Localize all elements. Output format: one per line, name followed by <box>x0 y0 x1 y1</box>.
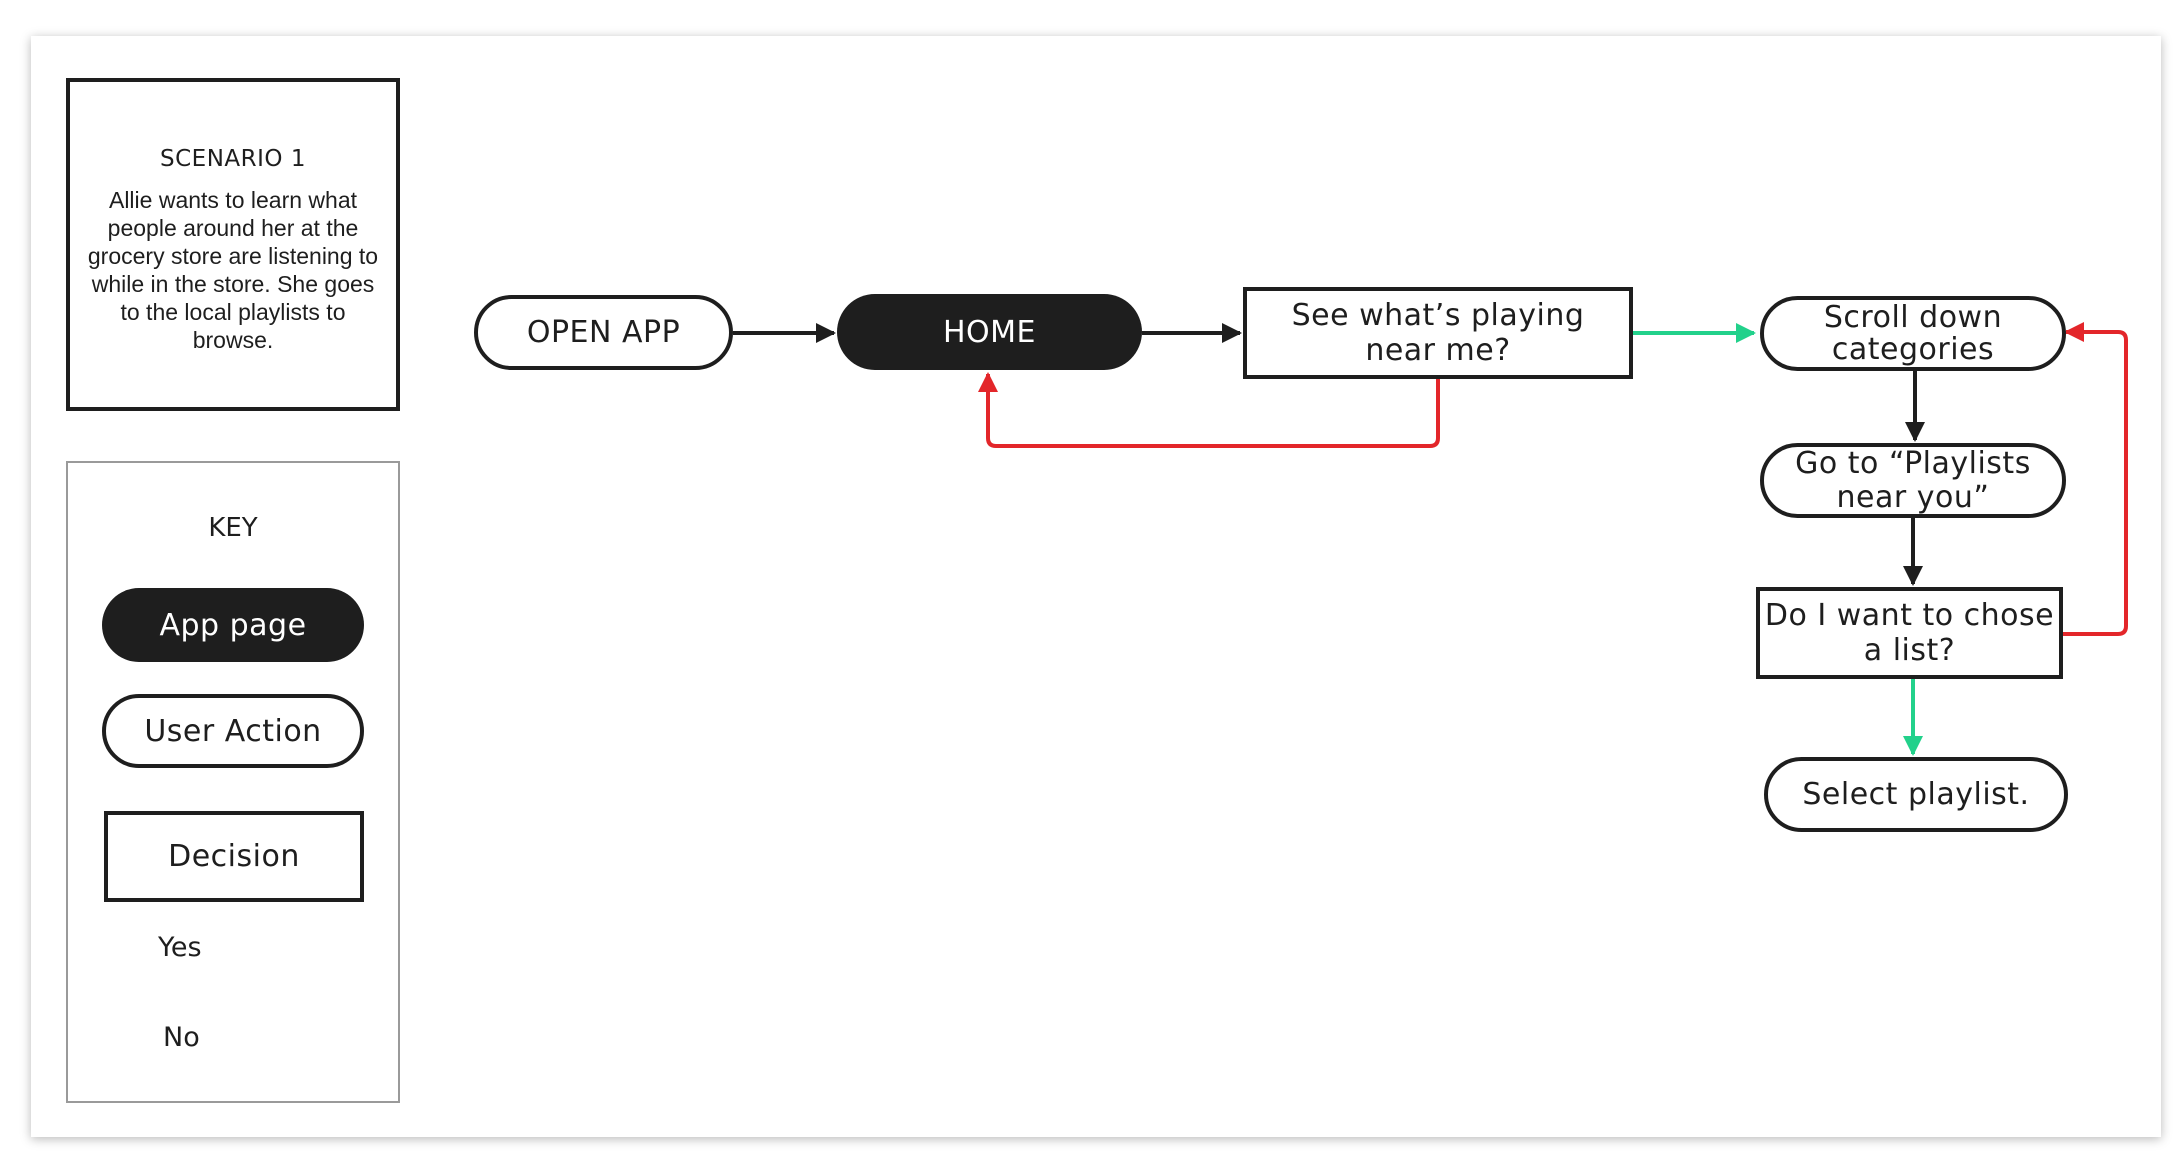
key-user-action: User Action <box>102 694 364 768</box>
node-see-whats-playing-label: See what’s playing near me? <box>1291 298 1585 368</box>
arrow-no-to-home <box>978 372 1440 448</box>
key-decision-label: Decision <box>168 839 300 874</box>
node-want-list: Do I want to chose a list? <box>1756 587 2063 679</box>
key-app-page: App page <box>102 588 364 662</box>
node-open-app-label: OPEN APP <box>526 315 681 350</box>
key-user-action-label: User Action <box>144 713 322 749</box>
scenario-title: SCENARIO 1 <box>160 146 306 172</box>
node-see-whats-playing: See what’s playing near me? <box>1243 287 1633 379</box>
key-no-label: No <box>163 1022 200 1053</box>
node-select-playlist: Select playlist. <box>1764 757 2068 832</box>
key-yes-label: Yes <box>158 932 202 963</box>
node-scroll-down: Scroll down categories <box>1760 296 2066 371</box>
key-app-page-label: App page <box>159 607 307 643</box>
node-home: HOME <box>837 294 1142 370</box>
key-decision: Decision <box>104 811 364 902</box>
node-select-playlist-label: Select playlist. <box>1802 777 2030 812</box>
node-go-to-playlists-label: Go to “Playlists near you” <box>1795 445 2031 515</box>
scenario-description: Allie wants to learn what people around … <box>87 187 379 353</box>
node-scroll-down-label: Scroll down categories <box>1823 299 2003 367</box>
key-title: KEY <box>208 513 258 543</box>
node-want-list-label: Do I want to chose a list? <box>1764 598 2055 668</box>
node-open-app: OPEN APP <box>474 295 733 370</box>
node-home-label: HOME <box>942 314 1036 350</box>
scenario-box: SCENARIO 1 Allie wants to learn what peo… <box>66 78 400 411</box>
node-go-to-playlists: Go to “Playlists near you” <box>1760 443 2066 518</box>
key-legend: KEY <box>66 461 400 1103</box>
arrow-no-to-scroll <box>2062 322 2128 636</box>
